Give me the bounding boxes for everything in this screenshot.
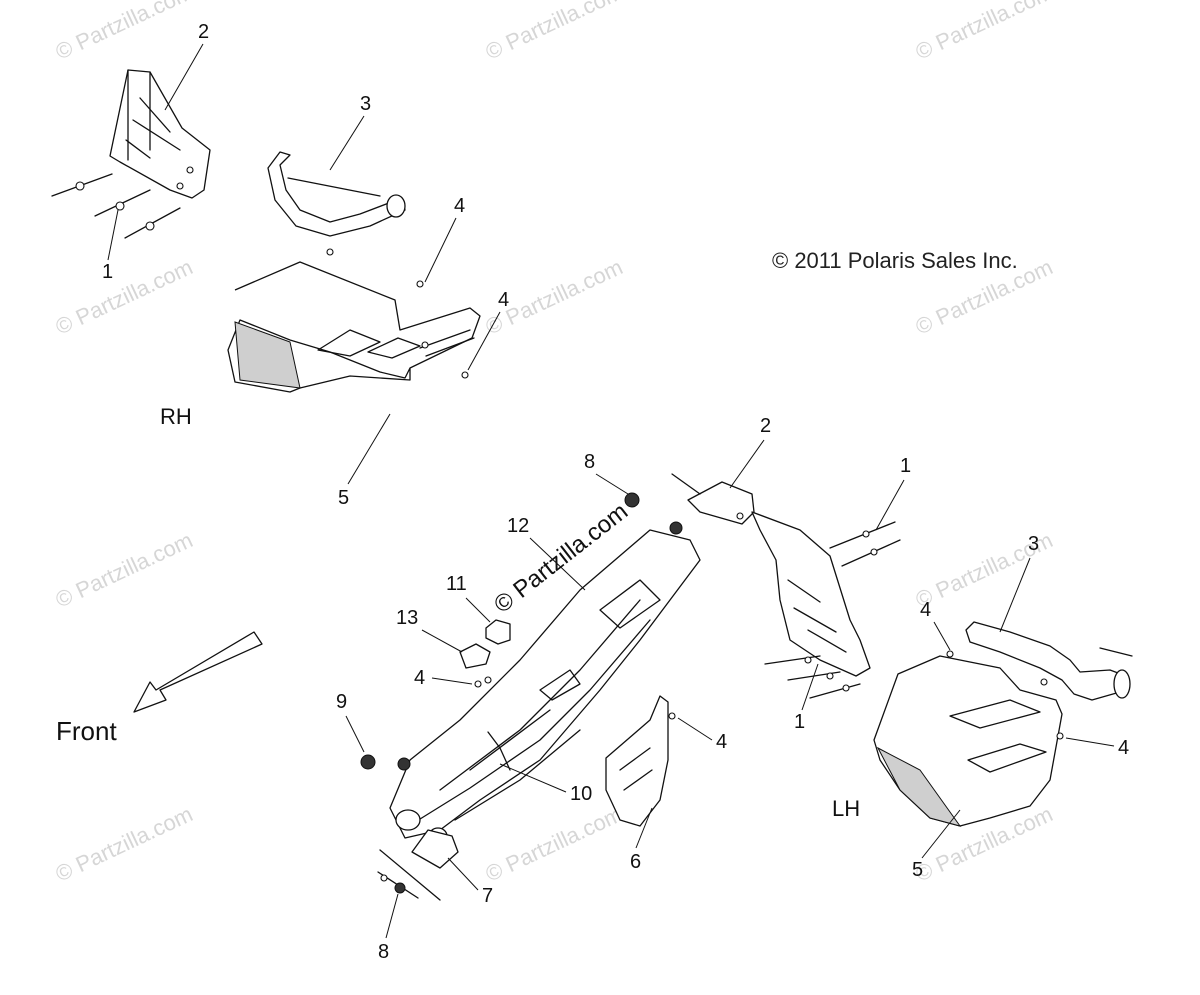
lh-tube-part-3 — [965, 621, 1133, 701]
callout-lh-4a: 4 — [920, 599, 931, 621]
callout-rh-1: 1 — [102, 261, 113, 283]
rh-tube-part-3 — [267, 151, 406, 237]
callout-lh-4b: 4 — [1118, 737, 1129, 759]
callout-7: 7 — [482, 885, 493, 907]
callout-9: 9 — [336, 691, 347, 713]
callout-12: 12 — [507, 515, 529, 537]
front-arrow: Front — [56, 631, 263, 746]
copyright-text: © 2011 Polaris Sales Inc. — [772, 248, 1018, 273]
callout-8-top: 8 — [584, 451, 595, 473]
callout-rh-3: 3 — [360, 93, 371, 115]
clip-part-11 — [485, 619, 511, 645]
watermark-9: © Partzilla.com — [52, 801, 197, 886]
rh-bracket-part-2 — [109, 69, 211, 199]
center-hardware — [360, 492, 683, 771]
callout-rh-4b: 4 — [498, 289, 509, 311]
bracket-part-7 — [377, 829, 459, 901]
front-direction-arrow-icon — [133, 631, 263, 713]
lh-bracket-part-2 — [671, 473, 871, 677]
front-label: Front — [56, 716, 117, 746]
watermark-1: © Partzilla.com — [52, 0, 197, 65]
watermark-7: © Partzilla.com — [52, 527, 197, 612]
callout-8-bottom: 8 — [378, 941, 389, 963]
callout-13: 13 — [396, 607, 418, 629]
lh-callouts: 2 1 3 4 1 4 5 LH — [729, 415, 1129, 881]
wire-part-10 — [487, 731, 511, 771]
center-callouts: 8 12 11 13 4 9 10 7 8 6 4 — [336, 451, 727, 963]
label-lh: LH — [832, 796, 860, 821]
callout-rh-5: 5 — [338, 487, 349, 509]
callout-6: 6 — [630, 851, 641, 873]
callout-lh-5: 5 — [912, 859, 923, 881]
watermark-10: © Partzilla.com — [482, 801, 627, 886]
watermark-3: © Partzilla.com — [912, 0, 1057, 65]
callout-rh-4a: 4 — [454, 195, 465, 217]
lh-guard-part-5 — [873, 650, 1064, 827]
watermark-4: © Partzilla.com — [52, 254, 197, 339]
callout-4-right: 4 — [716, 731, 727, 753]
plate-part-13 — [459, 643, 491, 669]
rh-guard-part-5 — [227, 248, 481, 393]
label-rh: RH — [160, 404, 192, 429]
watermark-2: © Partzilla.com — [482, 0, 627, 65]
callout-lh-2: 2 — [760, 415, 771, 437]
callout-lh-3: 3 — [1028, 533, 1039, 555]
callout-10: 10 — [570, 783, 592, 805]
bracket-part-6 — [605, 695, 676, 827]
nut-part-8-top — [624, 492, 640, 508]
callout-lh-1a: 1 — [900, 455, 911, 477]
callout-11: 11 — [446, 573, 467, 595]
nut-part-9 — [360, 754, 376, 770]
rh-callouts: 2 3 1 4 4 5 RH — [102, 21, 509, 509]
callout-lh-1b: 1 — [794, 711, 805, 733]
callout-rh-2: 2 — [198, 21, 209, 43]
rh-bolts-part-1 — [51, 173, 181, 239]
callout-4-center: 4 — [414, 667, 425, 689]
